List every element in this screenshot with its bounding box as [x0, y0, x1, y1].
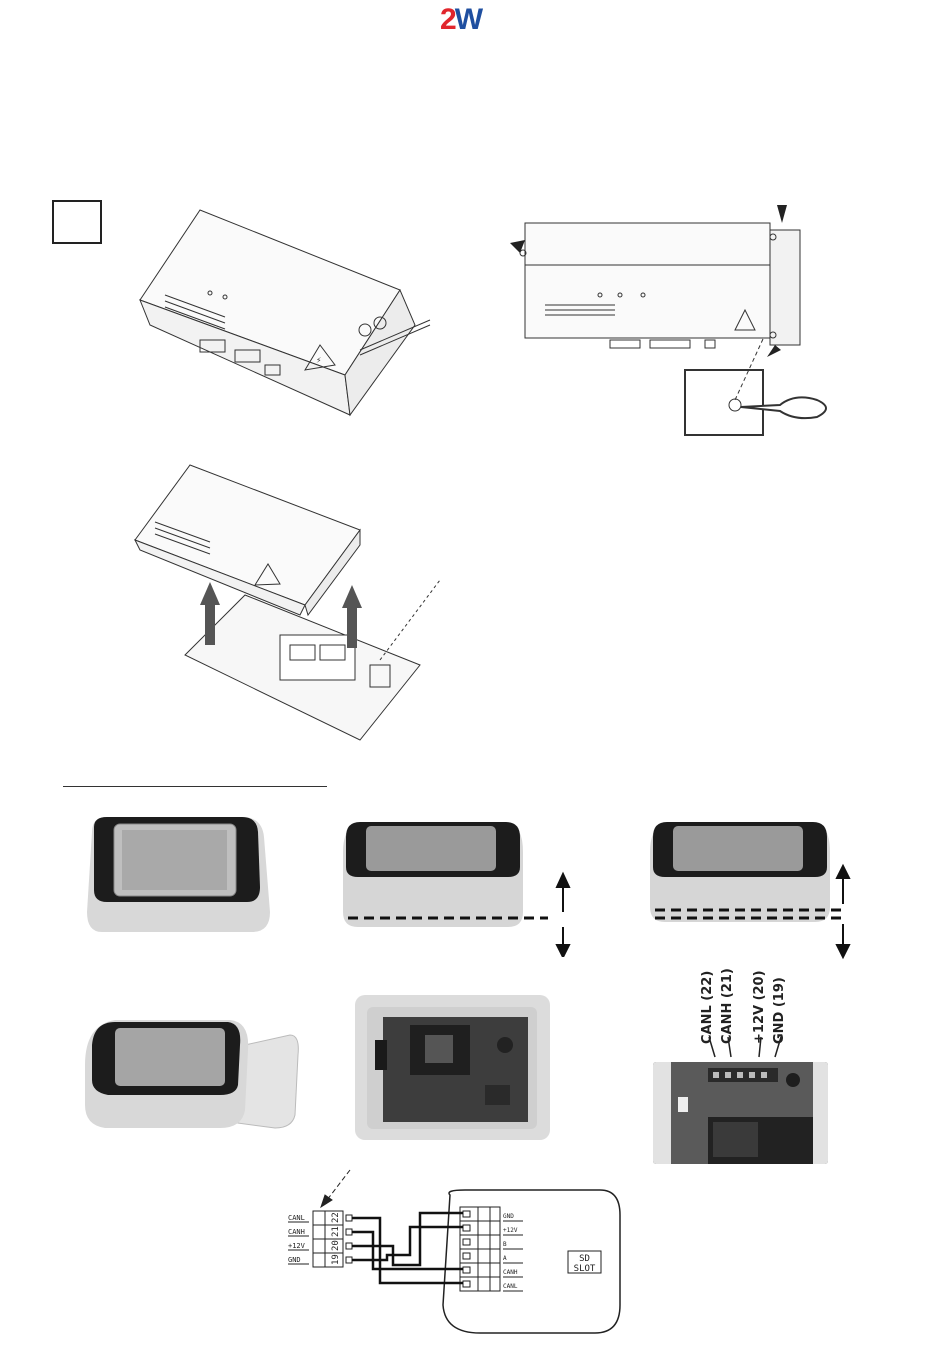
section-divider	[63, 786, 327, 787]
terminal-label-12v: +12V (20)	[752, 970, 767, 1044]
wiring-number-19: 19	[331, 1254, 341, 1265]
wiring-number-22: 22	[331, 1212, 341, 1223]
wiring-number-21: 21	[331, 1226, 341, 1237]
terminal-label-canh: CANH (21)	[720, 968, 735, 1044]
enclosure-front-view-illustration	[505, 205, 835, 440]
wiring-diagram: CANL CANH +12V GND 22 21 20 19 GND +12V …	[285, 1165, 630, 1340]
sd-slot-label-line1: SD	[579, 1254, 590, 1264]
wiring-number-20: 20	[331, 1240, 341, 1251]
svg-text:⚡: ⚡	[316, 356, 321, 366]
terminal-block-photo	[653, 1062, 828, 1164]
step-number-box	[52, 200, 102, 244]
brand-logo: 2W	[440, 3, 510, 35]
wiring-right-label-a: A	[503, 1255, 507, 1262]
device-base-separation-photo-2	[645, 812, 860, 962]
enclosure-closed-illustration: ⚡	[130, 205, 440, 420]
device-base-separation-photo	[338, 812, 583, 957]
pcb-inside-housing-photo	[355, 995, 550, 1140]
wiring-left-label-12v: +12V	[288, 1242, 306, 1250]
device-opened-photo	[80, 1010, 305, 1135]
terminal-label-gnd: GND (19)	[772, 977, 787, 1044]
enclosure-lid-removal-illustration	[130, 460, 440, 755]
terminal-label-canl: CANL (22)	[700, 971, 715, 1044]
wiring-right-label-12v: +12V	[503, 1227, 518, 1234]
terminal-labels: CANL (22) CANH (21) +12V (20) GND (19)	[695, 965, 815, 1060]
sd-slot-label-line2: SLOT	[574, 1264, 596, 1274]
display-device-photo	[82, 812, 277, 937]
wiring-left-label-gnd: GND	[288, 1256, 301, 1264]
wiring-right-label-gnd: GND	[503, 1213, 514, 1220]
wiring-left-label-canl: CANL	[288, 1214, 305, 1222]
wiring-left-label-canh: CANH	[288, 1228, 305, 1236]
wiring-right-label-canl: CANL	[503, 1283, 518, 1290]
wiring-right-label-b: B	[503, 1241, 507, 1248]
wiring-right-label-canh: CANH	[503, 1269, 518, 1276]
